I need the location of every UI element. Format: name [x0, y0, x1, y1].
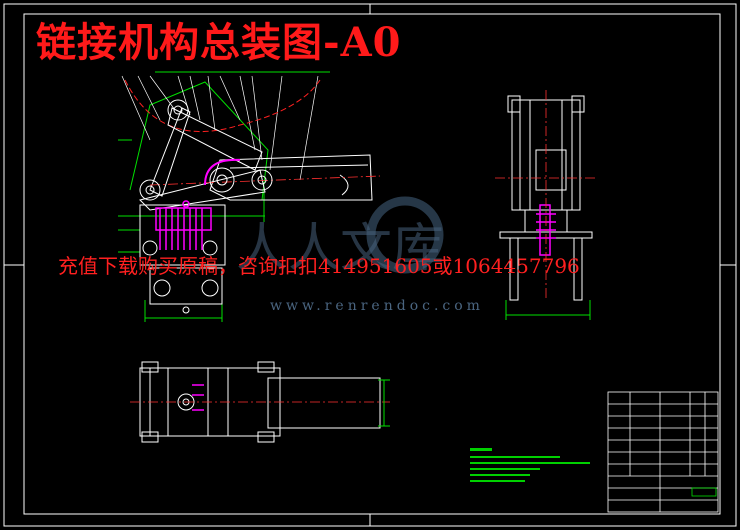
front-view-pivots: [139, 99, 273, 201]
watermark-logo-mark: [366, 196, 444, 274]
side-view-body: [499, 95, 593, 301]
drawing-frame: [3, 3, 737, 527]
technical-notes: [470, 448, 590, 482]
top-view-dimension: [378, 379, 390, 427]
watermark-site: www.renrendoc.com: [270, 298, 484, 314]
front-view-arm: [139, 107, 373, 211]
top-view: [130, 361, 390, 443]
title-block: [607, 391, 719, 513]
front-view: [118, 71, 381, 322]
front-view-dimension-lines: [118, 71, 330, 322]
side-view-dimension: [505, 300, 591, 320]
front-view-motion-arc: [124, 79, 321, 132]
watermark-logo-text: 人人文库: [236, 219, 445, 279]
front-view-magenta-arc: [204, 158, 241, 186]
watermark-text: 充值下载购买原稿，咨询扣扣414951605或1064457796: [58, 254, 580, 278]
top-view-magenta-parts: [192, 384, 204, 411]
side-view-centerlines: [495, 90, 596, 300]
drawing-title: 链接机构总装图-A0: [36, 19, 402, 66]
front-view-gear-teeth: [155, 200, 212, 250]
side-view: [495, 90, 596, 320]
front-view-centerline: [149, 175, 381, 186]
front-view-leaders: [121, 75, 319, 181]
